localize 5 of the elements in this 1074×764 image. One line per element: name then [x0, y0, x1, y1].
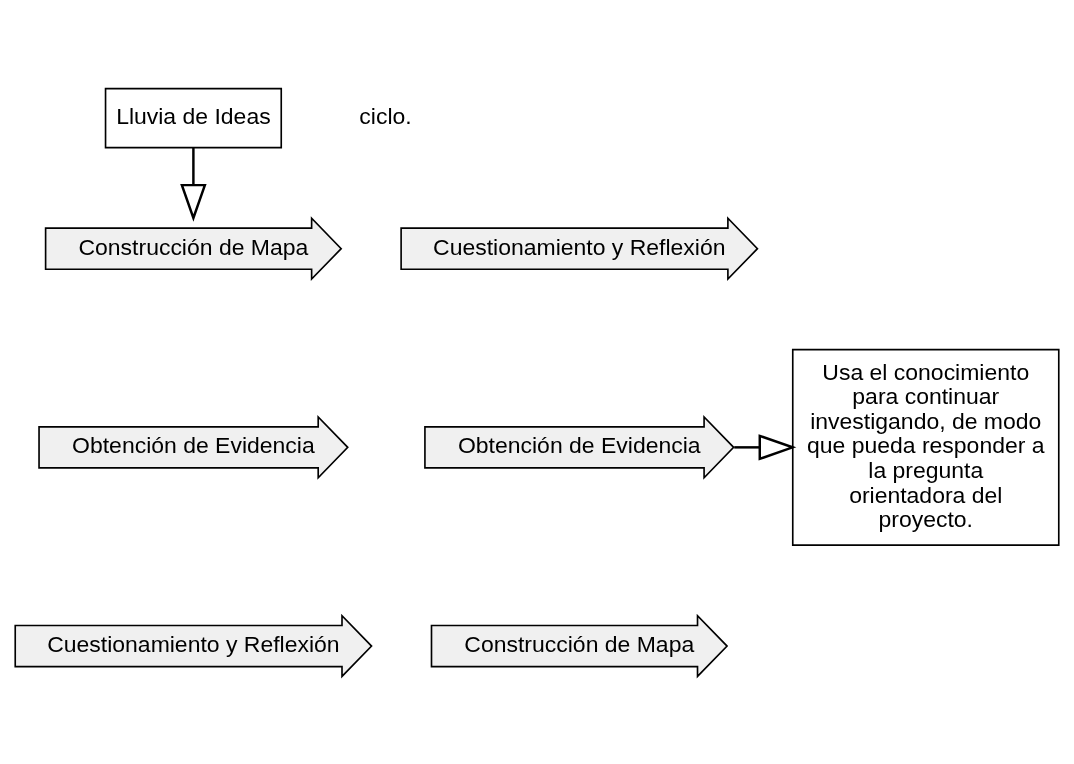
arrow [734, 433, 797, 461]
node-box: Lluvia de Ideas [104, 87, 283, 148]
label: ciclo. [359, 102, 412, 129]
arrow [180, 147, 207, 222]
node-box: Usa el conocimiento para continuar investigando, de modo que pueda responder a la pregunta orientadora del proyecto. [791, 348, 1060, 546]
